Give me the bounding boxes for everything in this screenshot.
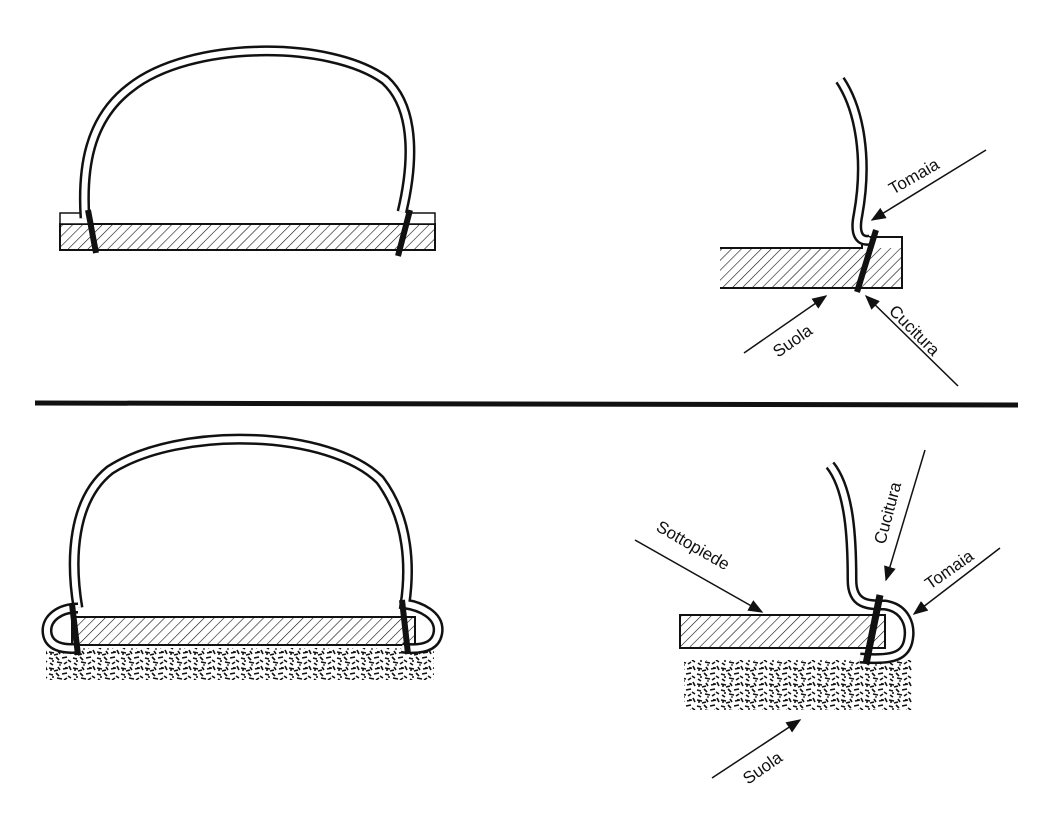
stitch-arrow [864,294,959,387]
stitch [69,603,81,656]
stitch [85,209,99,254]
bottom-detail: Sottopiede Cucitura Tomaia Suola [634,449,1001,788]
label-tomaia: Tomaia [886,154,943,198]
upper [78,45,416,219]
stitch [862,594,884,665]
sole-arrow [711,719,802,779]
sole [720,248,902,288]
stitch [399,599,411,655]
label-suola: Suola [769,320,816,361]
sole-arrow [743,295,828,354]
insole [71,616,416,646]
upper-arrow [912,547,1001,615]
upper-arrow [870,149,987,221]
label-suola: Suola [739,747,786,788]
insole-arrow [634,539,764,613]
sole [46,648,434,680]
top-shoe-cross-section [59,45,436,257]
divider [34,400,1019,408]
stitch [854,229,879,293]
stitch [395,209,413,257]
label-sottopiede: Sottopiede [653,517,733,574]
label-cucitura: Cucitura [871,479,906,546]
insole [679,614,886,649]
top-detail: Tomaia Suola Cucitura [720,76,987,387]
stitch-arrow [884,449,926,582]
sole [59,223,436,251]
label-cucitura: Cucitura [885,301,944,360]
sole [684,660,912,710]
bottom-shoe-cross-section [41,433,444,680]
